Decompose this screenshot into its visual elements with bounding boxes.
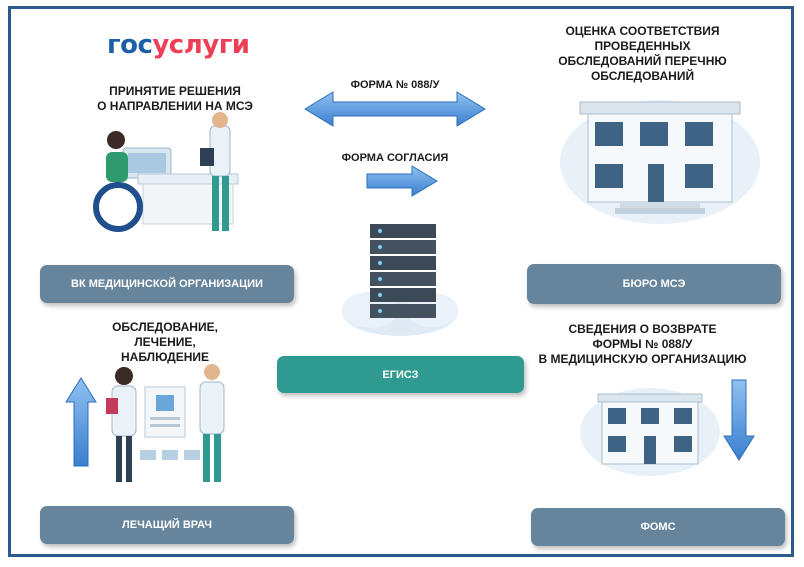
server-cloud-illustration <box>342 224 458 336</box>
heading-exam: ОБСЛЕДОВАНИЕ, ЛЕЧЕНИЕ, НАБЛЮДЕНИЕ <box>112 320 218 364</box>
node-doctor: ЛЕЧАЩИЙ ВРАЧ <box>40 506 294 544</box>
patient-doctor-illustration <box>93 112 239 232</box>
node-buro: БЮРО МСЭ <box>527 264 781 304</box>
label-form088: ФОРМА № 088/У <box>350 79 440 91</box>
gosuslugi-logo: госуслуги <box>107 30 250 60</box>
heading-return: СВЕДЕНИЯ О ВОЗВРАТЕ ФОРМЫ № 088/У В МЕДИ… <box>538 322 747 366</box>
down-arrow-icon <box>723 379 755 461</box>
node-foms: ФОМС <box>531 508 785 546</box>
label-consent: ФОРМА СОГЛАСИЯ <box>341 152 449 164</box>
heading-assessment: ОЦЕНКА СООТВЕТСТВИЯ ПРОВЕДЕННЫХ ОБСЛЕДОВ… <box>558 24 727 83</box>
up-arrow-icon <box>65 377 97 467</box>
node-vk: ВК МЕДИЦИНСКОЙ ОРГАНИЗАЦИИ <box>40 265 294 303</box>
right-arrow-icon <box>366 165 438 197</box>
building-foms-illustration <box>580 388 720 476</box>
heading-decision: ПРИНЯТИЕ РЕШЕНИЯ О НАПРАВЛЕНИИ НА МСЭ <box>97 84 253 113</box>
node-egisz: ЕГИСЗ <box>277 356 524 393</box>
doctors-illustration <box>106 364 225 482</box>
double-arrow-icon <box>304 91 486 127</box>
building-msc-illustration <box>560 100 760 224</box>
